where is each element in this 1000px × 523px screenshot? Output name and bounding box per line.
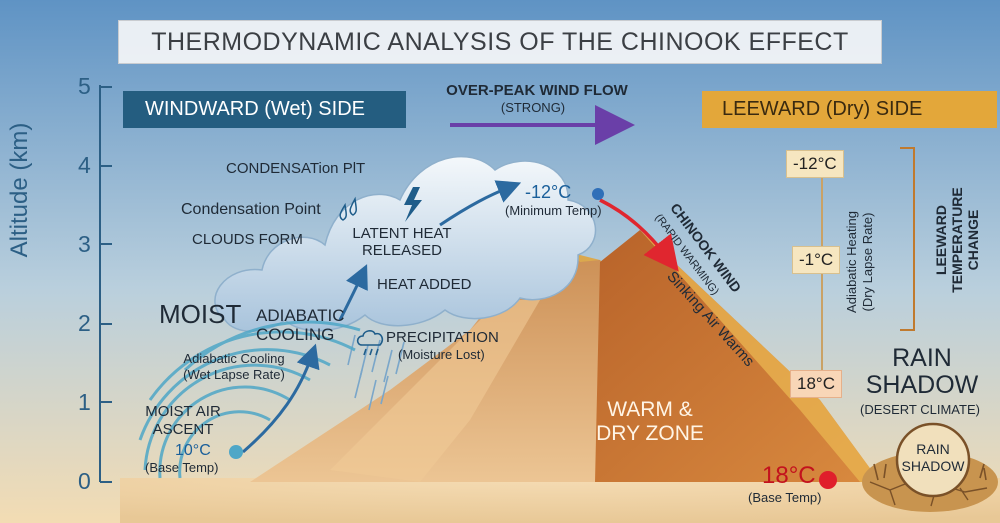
adiabatic-cooling-label: ADIABATIC COOLING	[256, 306, 345, 344]
page-title: THERMODYNAMIC ANALYSIS OF THE CHINOOK EF…	[118, 20, 882, 64]
y-tick-label: 4	[78, 152, 91, 178]
heat-added-label: HEAT ADDED	[377, 276, 472, 293]
adiabatic-cooling-wet-label: Adiabatic Cooling (Wet Lapse Rate)	[183, 351, 285, 382]
leeward-temp-mid: -1°C	[792, 246, 841, 274]
chinook-arrow	[599, 198, 679, 272]
rain-shadow-badge-text: RAIN SHADOW	[901, 441, 965, 474]
rain-cloud-icon	[356, 330, 383, 356]
leeward-base-temp-value: 18°C	[762, 462, 816, 489]
y-tick-label: 1	[78, 389, 91, 415]
clouds-form-label: CLOUDS FORM	[192, 231, 303, 248]
y-axis-label: Altitude (km)	[6, 122, 33, 258]
windward-banner: WINDWARD (Wet) SIDE	[123, 91, 406, 128]
min-temp-value: -12°C	[525, 182, 572, 202]
ascent-arrow	[242, 343, 320, 454]
windward-base-temp-label: (Base Temp)	[145, 460, 219, 475]
leeward-temp-top: -12°C	[786, 150, 844, 178]
droplet-icon	[349, 196, 357, 216]
leeward-sunlit-edge	[640, 230, 880, 482]
ground	[120, 478, 1000, 523]
latent-heat-arrow	[338, 264, 368, 321]
y-tick-label: 3	[78, 231, 91, 257]
moist-label: MOIST	[159, 299, 242, 329]
y-tick-label: 5	[78, 73, 91, 99]
rain-shadow-label: RAIN SHADOW	[865, 344, 979, 399]
droplet-icon	[339, 202, 347, 221]
condensation-point-label: Condensation Point	[181, 201, 321, 218]
leeward-temp-dot	[819, 471, 837, 489]
condensation-pit-label: CONDENSATion PlT	[226, 160, 366, 177]
moist-air-ascent-label: MOIST AIR ASCENT	[145, 403, 221, 438]
warm-dry-zone-label: WARM & DRY ZONE	[596, 398, 704, 445]
base-temp-dot	[229, 445, 243, 459]
adiabatic-heating-label: Adiabatic Heating (Dry Lapse Rate)	[844, 211, 875, 313]
latent-heat-label: LATENT HEAT RELEASED	[352, 225, 452, 259]
precipitation-label: PRECIPITATION	[386, 329, 499, 346]
cloud-top-arrow	[439, 180, 522, 227]
over-peak-strength: (STRONG)	[500, 100, 566, 115]
lightning-icon	[404, 187, 422, 222]
min-temp-dot	[592, 188, 604, 200]
leeward-bracket	[900, 147, 915, 331]
windward-base-temp-value: 10°C	[175, 442, 211, 459]
rain-shadow-badge	[862, 422, 998, 512]
y-tick-label: 0	[78, 468, 91, 494]
moisture-lost-label: (Moisture Lost)	[398, 347, 485, 362]
over-peak-wind-label: OVER-PEAK WIND FLOW	[446, 82, 628, 99]
leeward-temp-change-label: LEEWARD TEMPERATURE CHANGE	[933, 187, 981, 293]
leeward-banner: LEEWARD (Dry) SIDE	[702, 91, 997, 128]
mountain-ridge-highlight	[330, 300, 540, 482]
y-axis-ticks	[100, 86, 112, 483]
desert-climate-label: (DESERT CLIMATE)	[860, 402, 980, 417]
leeward-base-temp-label: (Base Temp)	[748, 490, 822, 505]
min-temp-label: (Minimum Temp)	[505, 203, 602, 218]
leeward-temp-bottom: 18°C	[790, 370, 842, 398]
y-tick-label: 2	[78, 310, 91, 336]
